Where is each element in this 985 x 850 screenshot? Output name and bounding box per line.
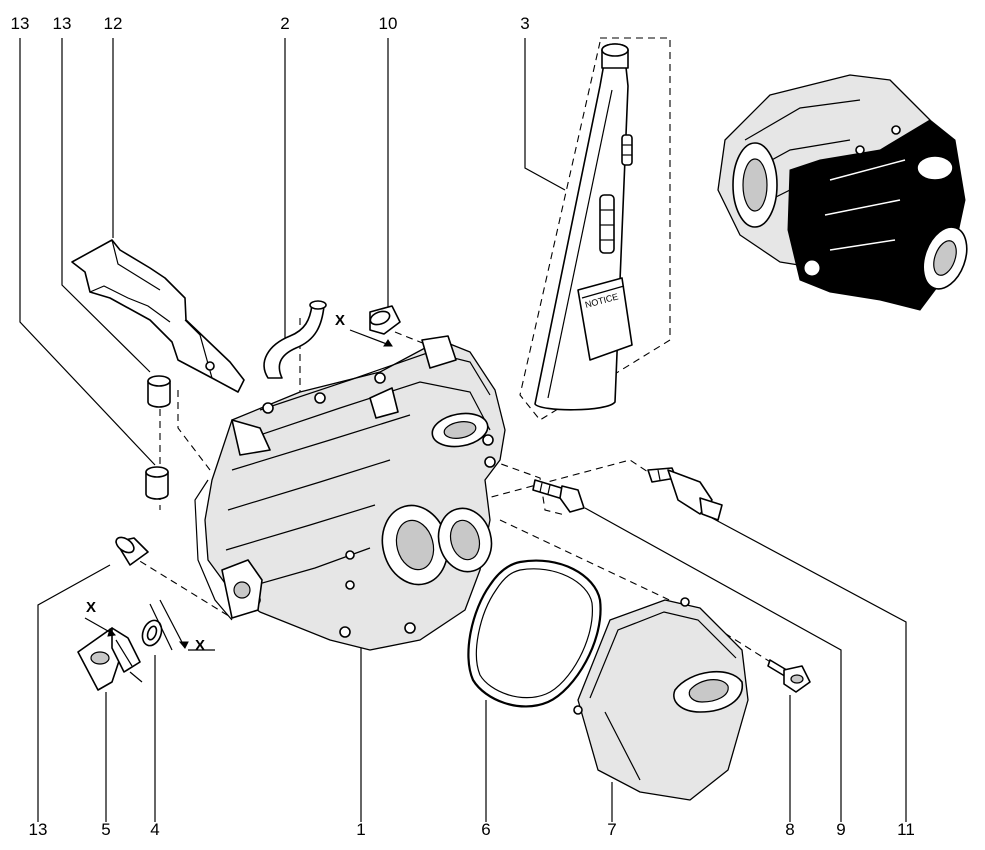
leader-lines xyxy=(19,38,907,822)
gearbox-casing-part-1 xyxy=(194,335,506,651)
connector-lower xyxy=(599,194,615,254)
callout-11: 11 xyxy=(897,820,915,839)
x-marker-top: X xyxy=(335,312,345,329)
callout-6: 6 xyxy=(481,820,490,839)
stud-part-9 xyxy=(532,479,585,513)
callout-7: 7 xyxy=(607,820,616,839)
bush-part-13-lower xyxy=(145,466,169,500)
callout-3: 3 xyxy=(520,14,529,33)
location-inset xyxy=(717,74,968,311)
callout-12: 12 xyxy=(104,14,123,33)
callout-9: 9 xyxy=(836,820,845,839)
x-marker-left: X xyxy=(86,599,96,616)
callout-2: 2 xyxy=(280,14,289,33)
washer-part-4 xyxy=(141,619,163,647)
drain-plug-part-5 xyxy=(77,627,141,691)
bush-part-13-upper xyxy=(147,375,171,408)
callout-4: 4 xyxy=(150,820,159,839)
bolt-part-8 xyxy=(767,659,811,693)
callout-1: 1 xyxy=(356,820,365,839)
connector-upper xyxy=(621,134,633,166)
callout-13-bottom: 13 xyxy=(29,820,48,839)
guide-bracket-part-12 xyxy=(71,239,245,393)
gasket-part-6 xyxy=(467,559,602,708)
callout-10: 10 xyxy=(379,14,398,33)
callout-8: 8 xyxy=(785,820,794,839)
x-markers: X X X xyxy=(84,312,393,683)
notice-booklet: NOTICE xyxy=(577,277,633,361)
x-marker-right: X xyxy=(195,637,205,654)
housing-cover-part-7 xyxy=(573,597,749,801)
switch-part-11 xyxy=(647,467,723,521)
bush-part-10 xyxy=(369,305,401,335)
callout-13-top-left: 13 xyxy=(11,14,30,33)
breather-hose-part-2 xyxy=(263,300,327,379)
callout-13-top: 13 xyxy=(53,14,72,33)
bush-part-13-side xyxy=(115,536,149,566)
callout-5: 5 xyxy=(101,820,110,839)
